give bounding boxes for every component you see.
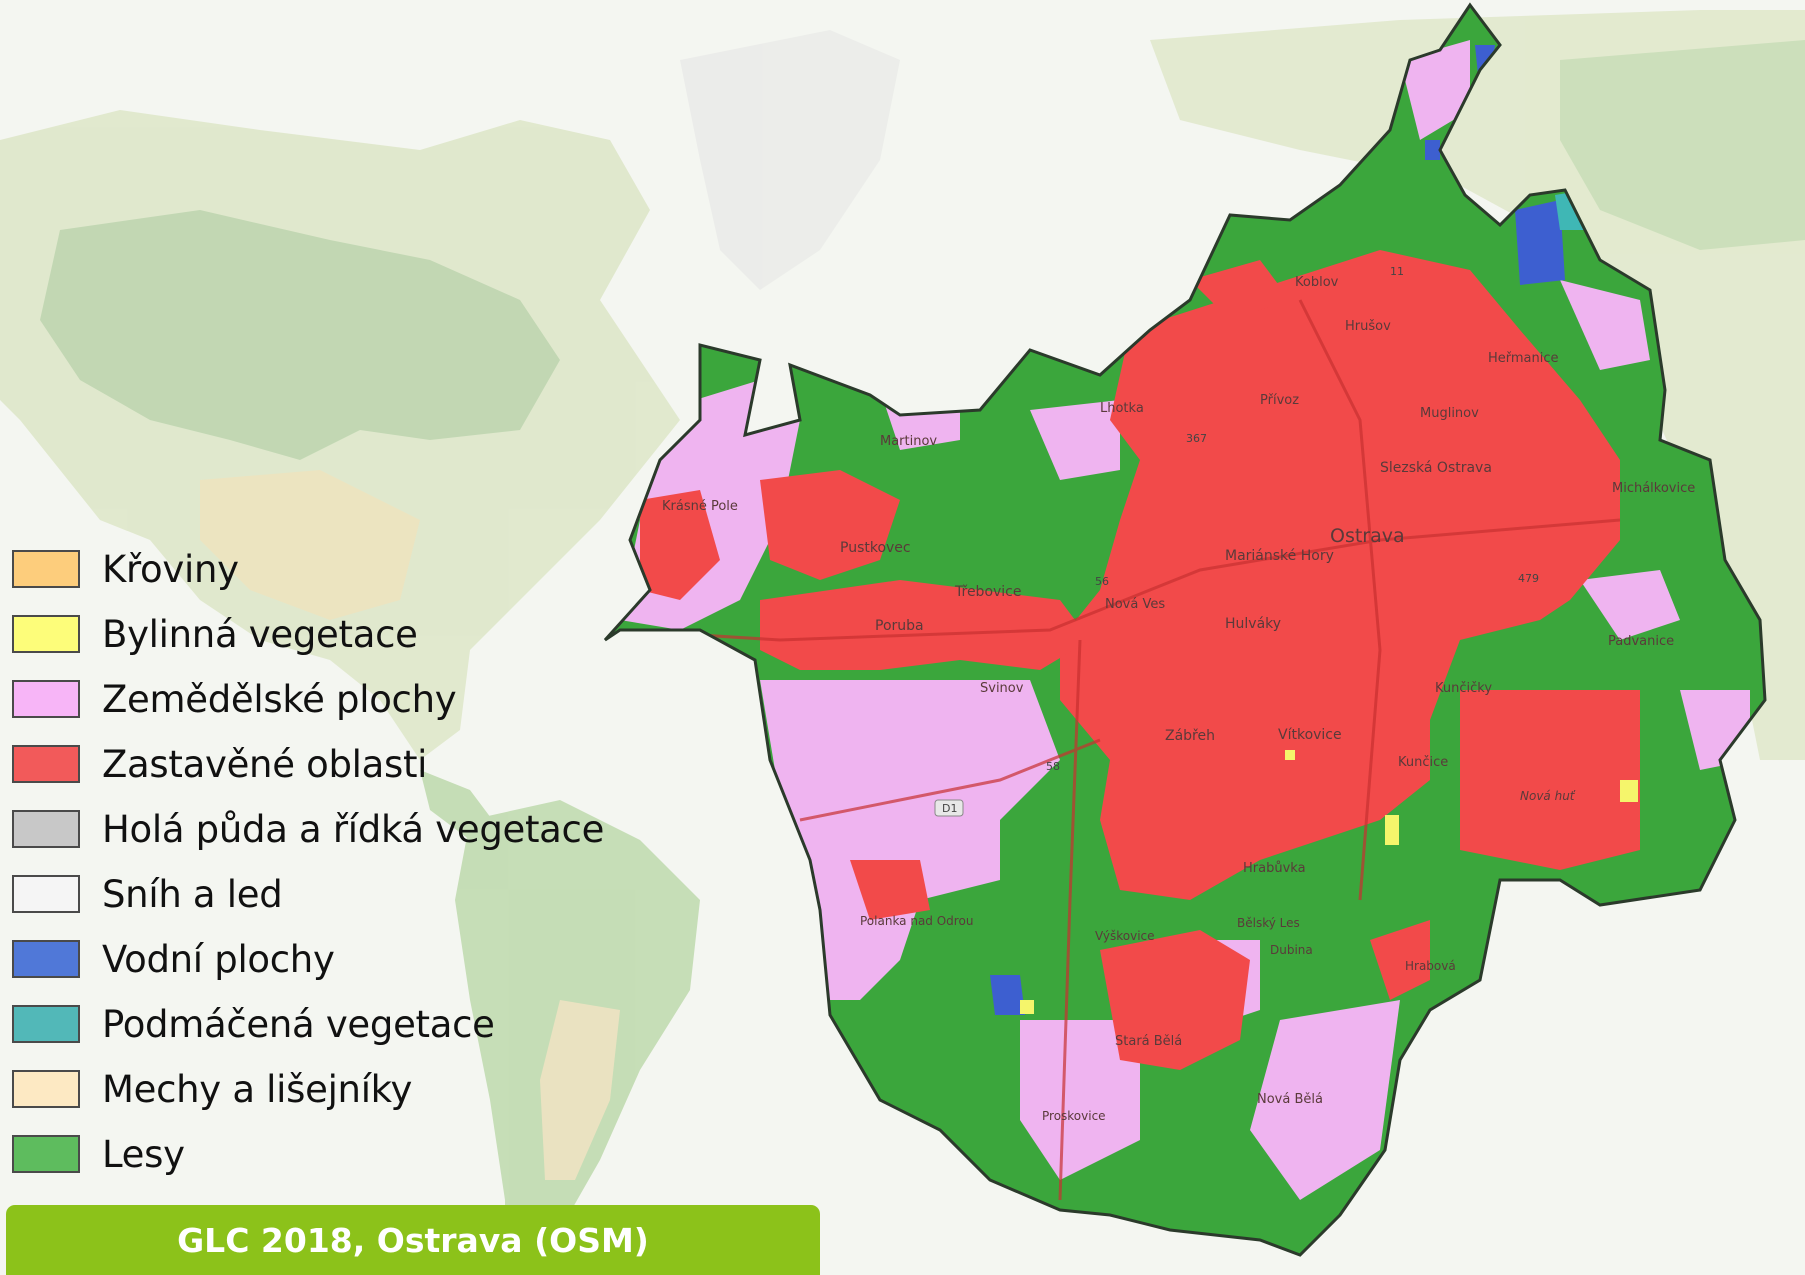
place-label: Nová Ves	[1105, 597, 1165, 612]
place-label: Vítkovice	[1278, 727, 1342, 743]
legend-item-shrubs: Křoviny	[12, 547, 604, 591]
legend-label: Vodní plochy	[102, 937, 335, 981]
legend-swatch	[12, 550, 80, 588]
road-label: 11	[1390, 265, 1404, 278]
legend-label: Zemědělské plochy	[102, 677, 457, 721]
place-label: Proskovice	[1042, 1109, 1106, 1123]
legend-label: Zastavěné oblasti	[102, 742, 428, 786]
south-america-arid	[540, 1000, 620, 1180]
place-label: Poruba	[875, 618, 924, 634]
road-labels: D1 56 367 479 58 11	[934, 265, 1539, 817]
north-america-forest	[40, 210, 560, 460]
north-america-arid	[200, 470, 420, 620]
legend-label: Podmáčená vegetace	[102, 1002, 495, 1046]
legend-swatch	[12, 875, 80, 913]
legend-item-agriculture: Zemědělské plochy	[12, 677, 604, 721]
place-label: Pustkovec	[840, 540, 911, 556]
greenland-land	[680, 30, 900, 290]
built-up-areas	[640, 250, 1640, 1070]
legend-swatch	[12, 1070, 80, 1108]
legend-item-snow-ice: Sníh a led	[12, 872, 604, 916]
place-label: Třebovice	[954, 584, 1022, 600]
place-label: Přívoz	[1260, 393, 1299, 408]
legend-item-built-up: Zastavěné oblasti	[12, 742, 604, 786]
legend-swatch	[12, 745, 80, 783]
place-label: Heřmanice	[1488, 351, 1559, 366]
place-label: Lhotka	[1100, 401, 1144, 416]
place-label: Hrabůvka	[1243, 861, 1306, 876]
place-label: Bělský Les	[1237, 916, 1300, 930]
legend-swatch	[12, 1135, 80, 1173]
legend-item-bare: Holá půda a řídká vegetace	[12, 807, 605, 851]
place-label: Slezská Ostrava	[1380, 460, 1492, 476]
legend-swatch	[12, 680, 80, 718]
road-network	[619, 299, 1621, 1201]
place-label: Hulváky	[1225, 616, 1281, 632]
legend-swatch	[12, 810, 80, 848]
legend-label: Mechy a lišejníky	[102, 1067, 413, 1111]
legend-label: Bylinná vegetace	[102, 612, 418, 656]
place-label: Hrabová	[1405, 959, 1456, 973]
legend-item-forest: Lesy	[12, 1132, 604, 1176]
north-america-land	[0, 110, 680, 760]
legend-swatch	[12, 615, 80, 653]
place-label: Muglinov	[1420, 406, 1479, 421]
legend-label: Lesy	[102, 1132, 185, 1176]
place-label: Dubina	[1270, 943, 1313, 957]
caption-text: GLC 2018, Ostrava (OSM)	[177, 1220, 649, 1260]
map-legend: Křoviny Bylinná vegetace Zemědělské ploc…	[12, 547, 605, 1176]
place-label: Krásné Pole	[662, 499, 738, 514]
place-label: Kunčice	[1398, 755, 1448, 770]
place-label: Výškovice	[1095, 929, 1155, 943]
place-label: Stará Bělá	[1115, 1034, 1182, 1049]
place-label: Martinov	[880, 434, 937, 449]
water-bodies	[990, 45, 1565, 1095]
road-label: D1	[942, 802, 957, 815]
road-label: 56	[1095, 575, 1109, 588]
place-label: Michálkovice	[1612, 481, 1695, 496]
road-label: 367	[1186, 432, 1207, 445]
place-label: Padvanice	[1608, 634, 1674, 649]
place-label: Koblov	[1295, 275, 1339, 290]
place-label: Zábřeh	[1165, 728, 1215, 744]
eurasia-forest	[1560, 40, 1805, 250]
legend-swatch	[12, 940, 80, 978]
legend-label: Křoviny	[102, 547, 239, 591]
legend-item-moss-lichen: Mechy a lišejníky	[12, 1067, 604, 1111]
eurasia-land	[1150, 10, 1805, 760]
legend-item-herbaceous: Bylinná vegetace	[12, 612, 604, 656]
herbaceous-patches	[1020, 750, 1638, 1014]
place-label: Ostrava	[1330, 525, 1405, 547]
caption-bar: GLC 2018, Ostrava (OSM)	[6, 1205, 820, 1275]
place-label: Svinov	[980, 681, 1024, 696]
legend-item-water: Vodní plochy	[12, 937, 604, 981]
central-america	[420, 770, 500, 840]
road-label: 58	[1046, 760, 1060, 773]
place-label: Mariánské Hory	[1225, 548, 1334, 564]
place-label: Polanka nad Odrou	[860, 914, 973, 928]
place-label: Nová huť	[1520, 789, 1576, 803]
place-labels: Ostrava Poruba Pustkovec Třebovice Svino…	[662, 275, 1695, 1123]
legend-item-wetland: Podmáčená vegetace	[12, 1002, 604, 1046]
legend-label: Sníh a led	[102, 872, 283, 916]
road-label: 479	[1518, 572, 1539, 585]
place-label: Nová Bělá	[1257, 1092, 1323, 1107]
legend-label: Holá půda a řídká vegetace	[102, 807, 605, 851]
place-label: Hrušov	[1345, 319, 1391, 334]
legend-swatch	[12, 1005, 80, 1043]
south-america-land	[455, 800, 700, 1275]
place-label: Kunčičky	[1435, 681, 1492, 696]
